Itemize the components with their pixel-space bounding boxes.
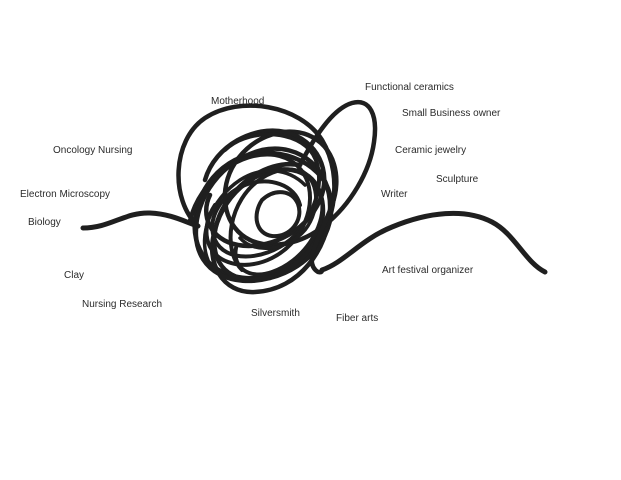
label-sculpture: Sculpture (436, 174, 479, 185)
scribble-loop-12 (202, 168, 307, 262)
label-art-festival-organizer: Art festival organizer (382, 265, 474, 276)
label-electron-microscopy: Electron Microscopy (20, 189, 111, 200)
label-silversmith: Silversmith (251, 308, 300, 319)
label-functional-ceramics: Functional ceramics (365, 82, 454, 93)
label-clay: Clay (64, 270, 85, 281)
label-small-business-owner: Small Business owner (402, 108, 501, 119)
label-ceramic-jewelry: Ceramic jewelry (395, 145, 467, 156)
scribble-loop-11 (238, 168, 318, 251)
label-biology: Biology (28, 217, 61, 228)
exit-line (319, 210, 548, 275)
scribble-loop-2 (193, 146, 333, 295)
label-nursing-research: Nursing Research (82, 299, 163, 310)
scribble-loop-9 (228, 167, 325, 277)
scribble-loop-10 (254, 190, 302, 239)
entry-line (80, 210, 201, 231)
label-fiber-arts: Fiber arts (336, 313, 379, 324)
scribble-loop-8 (188, 152, 312, 267)
label-oncology-nursing: Oncology Nursing (53, 145, 133, 156)
label-writer: Writer (381, 189, 408, 200)
scribble-loop-5 (222, 129, 339, 275)
label-motherhood: Motherhood (211, 96, 265, 107)
scribble-loop-7 (210, 132, 322, 259)
scribble-loop-4 (247, 99, 378, 248)
